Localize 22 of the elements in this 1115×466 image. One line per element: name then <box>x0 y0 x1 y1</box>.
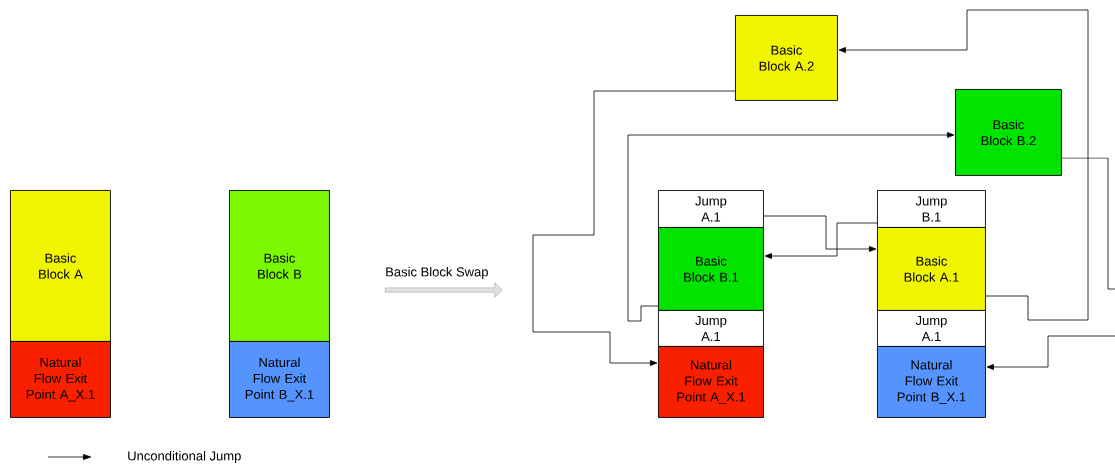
block-segment: Basic Block A.1 <box>877 227 986 311</box>
block-segment: Natural Flow Exit Point A_X.1 <box>658 346 764 418</box>
block-box: Basic Block A.2 <box>735 15 838 101</box>
block-segment: Basic Block B <box>229 190 330 342</box>
connector-arrow <box>838 9 1089 321</box>
block-segment: Jump A.1 <box>877 310 986 347</box>
block-segment: Jump B.1 <box>877 190 986 228</box>
block-segment: Natural Flow Exit Point B_X.1 <box>877 346 986 418</box>
block-segment: Jump A.1 <box>658 310 764 347</box>
connector-arrow <box>627 132 955 322</box>
connector-arrow <box>764 222 878 259</box>
block-segment: Basic Block B.1 <box>658 227 764 311</box>
block-segment: Natural Flow Exit Point A_X.1 <box>10 341 111 418</box>
swap-label: Basic Block Swap <box>386 266 488 280</box>
connector-arrow <box>532 90 736 366</box>
block-segment: Basic Block A <box>10 190 111 342</box>
block-segment: Jump A.1 <box>658 190 764 228</box>
block-segment: Natural Flow Exit Point B_X.1 <box>229 341 330 418</box>
block-box: Basic Block B.2 <box>955 89 1062 176</box>
connector-arrow <box>763 215 877 252</box>
connector-arrow <box>986 157 1115 370</box>
legend-label: Unconditional Jump <box>128 450 241 464</box>
